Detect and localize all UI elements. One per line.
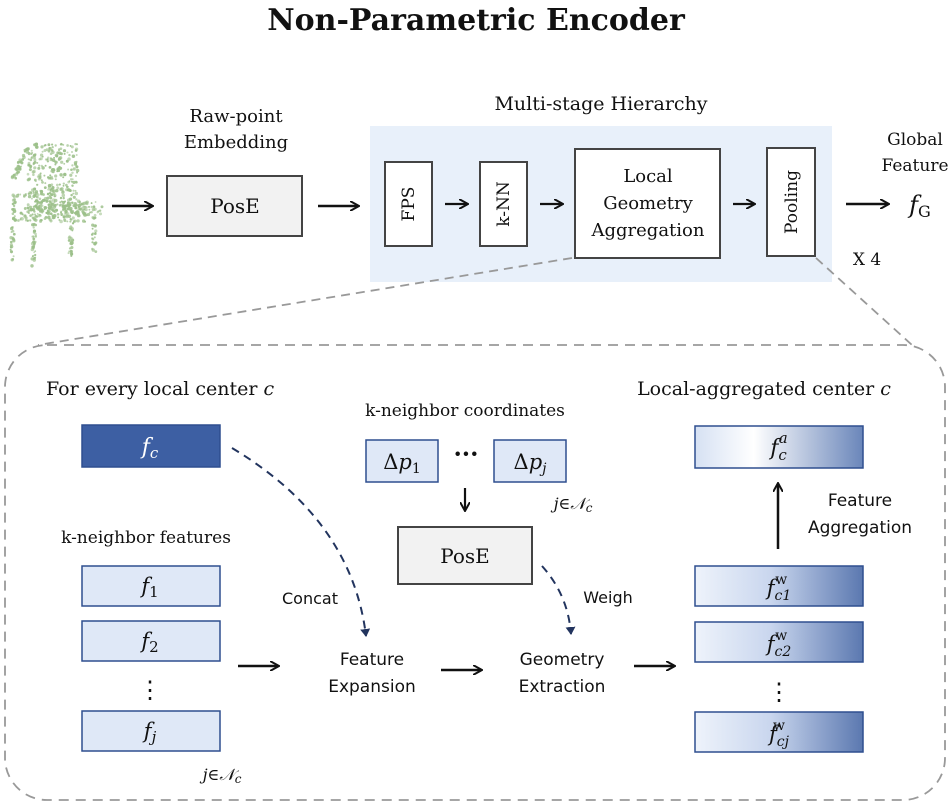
hierarchy-label: Multi-stage Hierarchy [494, 93, 707, 115]
aggregation-line1: Feature [828, 491, 892, 511]
knn-label: k-NN [494, 181, 514, 227]
neighbor-set-label: j∈𝒩c [200, 765, 242, 786]
neighbor-feature-box [81, 565, 221, 607]
weighted-feature-box [694, 621, 864, 663]
global-feature-symbol: fG [907, 191, 931, 221]
lga-box [574, 148, 721, 259]
coord-set-label: j∈𝒩c [551, 494, 593, 515]
neighbor-feature-box [81, 620, 221, 662]
diagram-title: Non-Parametric Encoder [267, 3, 686, 38]
raw-point-label: Raw-point [189, 106, 283, 127]
left-header: For every local center c [46, 378, 275, 400]
weigh-arrow [541, 565, 576, 635]
detail-pose-box [397, 526, 533, 585]
knn-box [479, 161, 528, 247]
global-label: Global [887, 130, 943, 150]
detail-pose-label: PosE [440, 544, 490, 568]
neighbor-feature-label: f1 [139, 574, 158, 601]
fps-label: FPS [399, 187, 419, 222]
neighbor-vertical-dots: ⋮ [138, 676, 162, 704]
repeat-label: X 4 [853, 250, 881, 270]
zoom-line-left [37, 257, 573, 346]
weighted-feature-label: fcjw [767, 718, 790, 750]
coord-last-label: Δpj [514, 450, 548, 477]
coord-box-last [493, 439, 567, 483]
coord-header: k-neighbor coordinates [365, 401, 565, 421]
point-cloud-chair-icon [9, 142, 104, 268]
neighbor-feature-box [81, 710, 221, 752]
neighbor-feature-label: fj [142, 719, 157, 746]
pose-box [166, 175, 303, 237]
center-feature-box [81, 424, 221, 468]
extraction-line2: Extraction [519, 677, 606, 697]
right-header: Local-aggregated center c [637, 378, 891, 400]
expansion-line1: Feature [340, 650, 404, 670]
weighted-feature-label: fc2w [765, 628, 792, 660]
aggregated-feature-label: fca [768, 429, 788, 464]
weighted-vertical-dots: ⋮ [767, 678, 791, 706]
aggregated-feature-box [694, 425, 864, 469]
expansion-line2: Expansion [328, 677, 416, 697]
weighted-feature-label: fc1w [765, 572, 792, 604]
pooling-box [766, 147, 816, 257]
coord-dots: ··· [453, 439, 478, 468]
neighbor-header: k-neighbor features [61, 528, 231, 548]
concat-arrow [231, 447, 371, 637]
neighbor-feature-label: f2 [139, 629, 158, 656]
zoom-line-right [815, 257, 913, 346]
feature-label: Feature [881, 156, 948, 176]
aggregation-line2: Aggregation [808, 518, 912, 538]
detail-panel [4, 344, 946, 801]
concat-label: Concat [282, 589, 338, 608]
pose-box-label: PosE [210, 194, 260, 218]
embedding-label: Embedding [184, 132, 288, 153]
weighted-feature-box [694, 711, 864, 753]
pooling-label: Pooling [782, 170, 802, 234]
coord-first-label: Δp1 [383, 450, 421, 477]
weighted-feature-box [694, 565, 864, 607]
weigh-label: Weigh [583, 588, 632, 607]
lga-line1: Local [623, 166, 673, 187]
coord-box-first [365, 439, 439, 483]
lga-line2: Geometry [603, 193, 693, 214]
lga-line3: Aggregation [591, 220, 705, 241]
extraction-line1: Geometry [520, 650, 605, 670]
fps-box [384, 161, 433, 247]
